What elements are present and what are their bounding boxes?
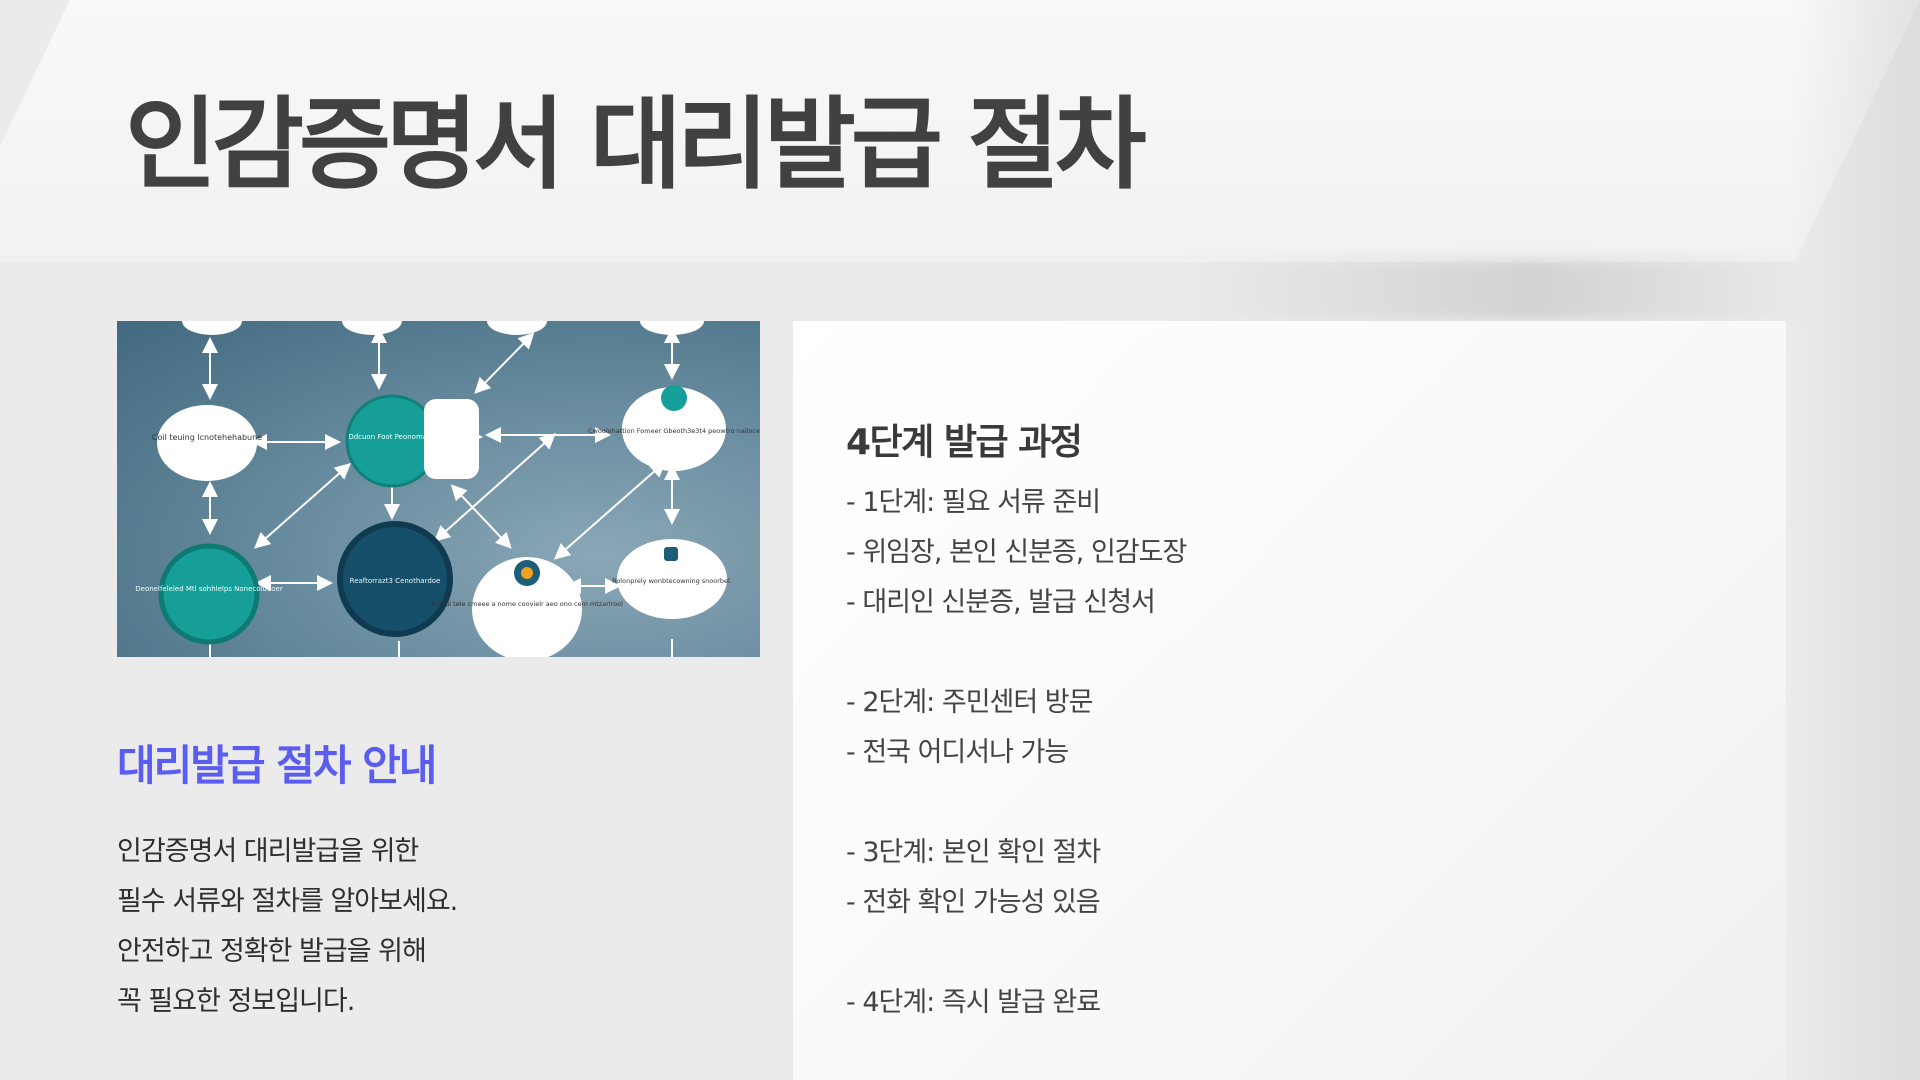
steps-heading: 4단계 발급 과정 (846, 422, 1083, 463)
step-line: - 3단계: 본인 확인 절차 (846, 837, 1101, 868)
step-line: - 2단계: 주민센터 방문 (846, 687, 1094, 718)
diagram-node-label: Rolonprely wonbtecowning snoorbel. (612, 577, 732, 585)
intro-line: 필수 서류와 절차를 알아보세요. (117, 886, 458, 917)
diagram-node-label: Coil teuing lcnotehehabune (152, 433, 262, 442)
step-spacer (846, 628, 1746, 678)
diagram-node-label: Ddcuon Foot Peonomaeo (348, 433, 435, 441)
steps-card: 4단계 발급 과정 - 1단계: 필요 서류 준비 - 위임장, 본인 신분증,… (793, 321, 1786, 1080)
steps-list: - 1단계: 필요 서류 준비 - 위임장, 본인 신분증, 인감도장 - 대리… (846, 478, 1746, 1028)
step-line: - 1단계: 필요 서류 준비 (846, 487, 1101, 518)
background-shade (1790, 0, 1920, 1080)
diagram-node-label: Cwoolohattion Fomeer Gbeoth3e3t4 peowtro… (588, 427, 760, 435)
diagram-node-label: Deonelfeleled Mtl sohhlelps Nonecoldeoer (135, 585, 283, 593)
step-spacer (846, 778, 1746, 828)
intro-paragraph: 인감증명서 대리발급을 위한 필수 서류와 절차를 알아보세요. 안전하고 정확… (117, 827, 677, 1027)
header-shadow (1180, 260, 1820, 320)
step-line: - 위임장, 본인 신분증, 인감도장 (846, 537, 1187, 568)
step-spacer (846, 928, 1746, 978)
section-subtitle: 대리발급 절차 안내 (117, 741, 437, 790)
process-diagram-image: Coil teuing lcnotehehabune Ddcuon Foot P… (117, 321, 760, 657)
step-line: - 전국 어디서나 가능 (846, 737, 1069, 768)
page-title: 인감증명서 대리발급 절차 (125, 86, 1147, 203)
step-line: - 전화 확인 가능성 있음 (846, 887, 1101, 918)
diagram-node-label: Rolfiul tele cmeee a nome coovielr aeo o… (431, 600, 623, 608)
intro-line: 안전하고 정확한 발급을 위해 (117, 936, 427, 967)
diagram-node-label: Reaftorrazt3 Cenothardoe (350, 577, 441, 585)
intro-line: 인감증명서 대리발급을 위한 (117, 836, 419, 867)
header-band (0, 0, 1920, 262)
step-line: - 4단계: 즉시 발급 완료 (846, 987, 1101, 1018)
intro-line: 꼭 필요한 정보입니다. (117, 986, 355, 1017)
step-line: - 대리인 신분증, 발급 신청서 (846, 587, 1156, 618)
